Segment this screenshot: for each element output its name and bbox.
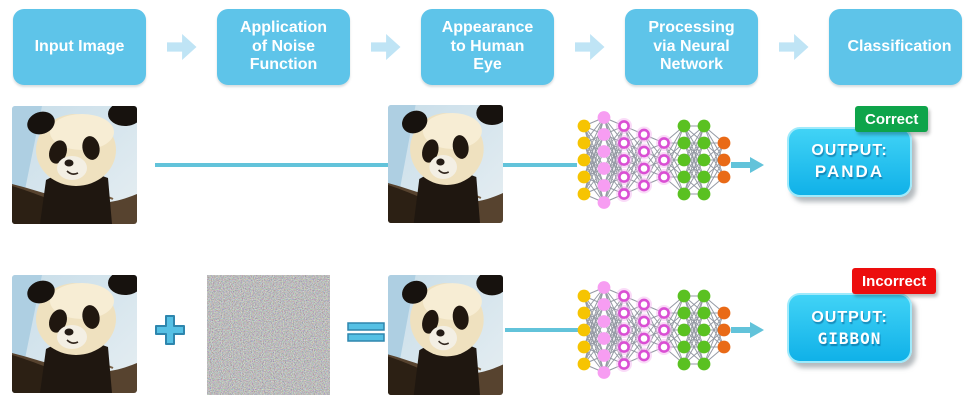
equals-icon: [347, 322, 385, 342]
output-box-panda: OUTPUT: PANDA: [787, 127, 912, 197]
plus-icon: [155, 315, 185, 345]
output-box-gibbon: OUTPUT: GIBBON: [787, 293, 912, 363]
step-human-eye: Appearance to Human Eye: [421, 9, 554, 85]
step-label: Classification: [847, 37, 952, 55]
block-arrow-right-icon: [166, 34, 197, 60]
pipeline-header: Input Image Application of Noise Functio…: [0, 9, 975, 85]
block-arrow-right-icon: [778, 34, 809, 60]
output-label: OUTPUT:: [811, 142, 888, 159]
status-badge-incorrect: Incorrect: [852, 268, 937, 294]
output-value: PANDA: [814, 162, 885, 181]
panda-image: [12, 106, 137, 224]
arrow-right-icon: [731, 157, 764, 173]
step-noise-function: Application of Noise Function: [217, 9, 350, 85]
panda-image: [12, 275, 137, 393]
perturbed-panda-image: [388, 275, 503, 395]
step-label: Appearance to Human Eye: [441, 19, 534, 74]
block-arrow-right-icon: [574, 34, 605, 60]
step-neural-network: Processing via Neural Network: [625, 9, 758, 85]
output-label: OUTPUT:: [811, 308, 888, 326]
step-label: Input Image: [34, 37, 125, 55]
neural-network-diagram: [577, 111, 731, 209]
status-badge-correct: Correct: [855, 106, 929, 132]
step-label: Processing via Neural Network: [648, 19, 735, 74]
output-value: GIBBON: [817, 328, 882, 348]
connector-line: [155, 163, 577, 167]
step-label: Application of Noise Function: [239, 19, 328, 74]
panda-image: [388, 105, 503, 223]
connector-line: [505, 328, 579, 332]
block-arrow-right-icon: [370, 34, 401, 60]
noise-image: [207, 275, 330, 395]
step-classification: Classification: [829, 9, 962, 85]
arrow-right-icon: [731, 322, 764, 338]
neural-network-diagram: [577, 281, 731, 379]
step-input-image: Input Image: [13, 9, 146, 85]
